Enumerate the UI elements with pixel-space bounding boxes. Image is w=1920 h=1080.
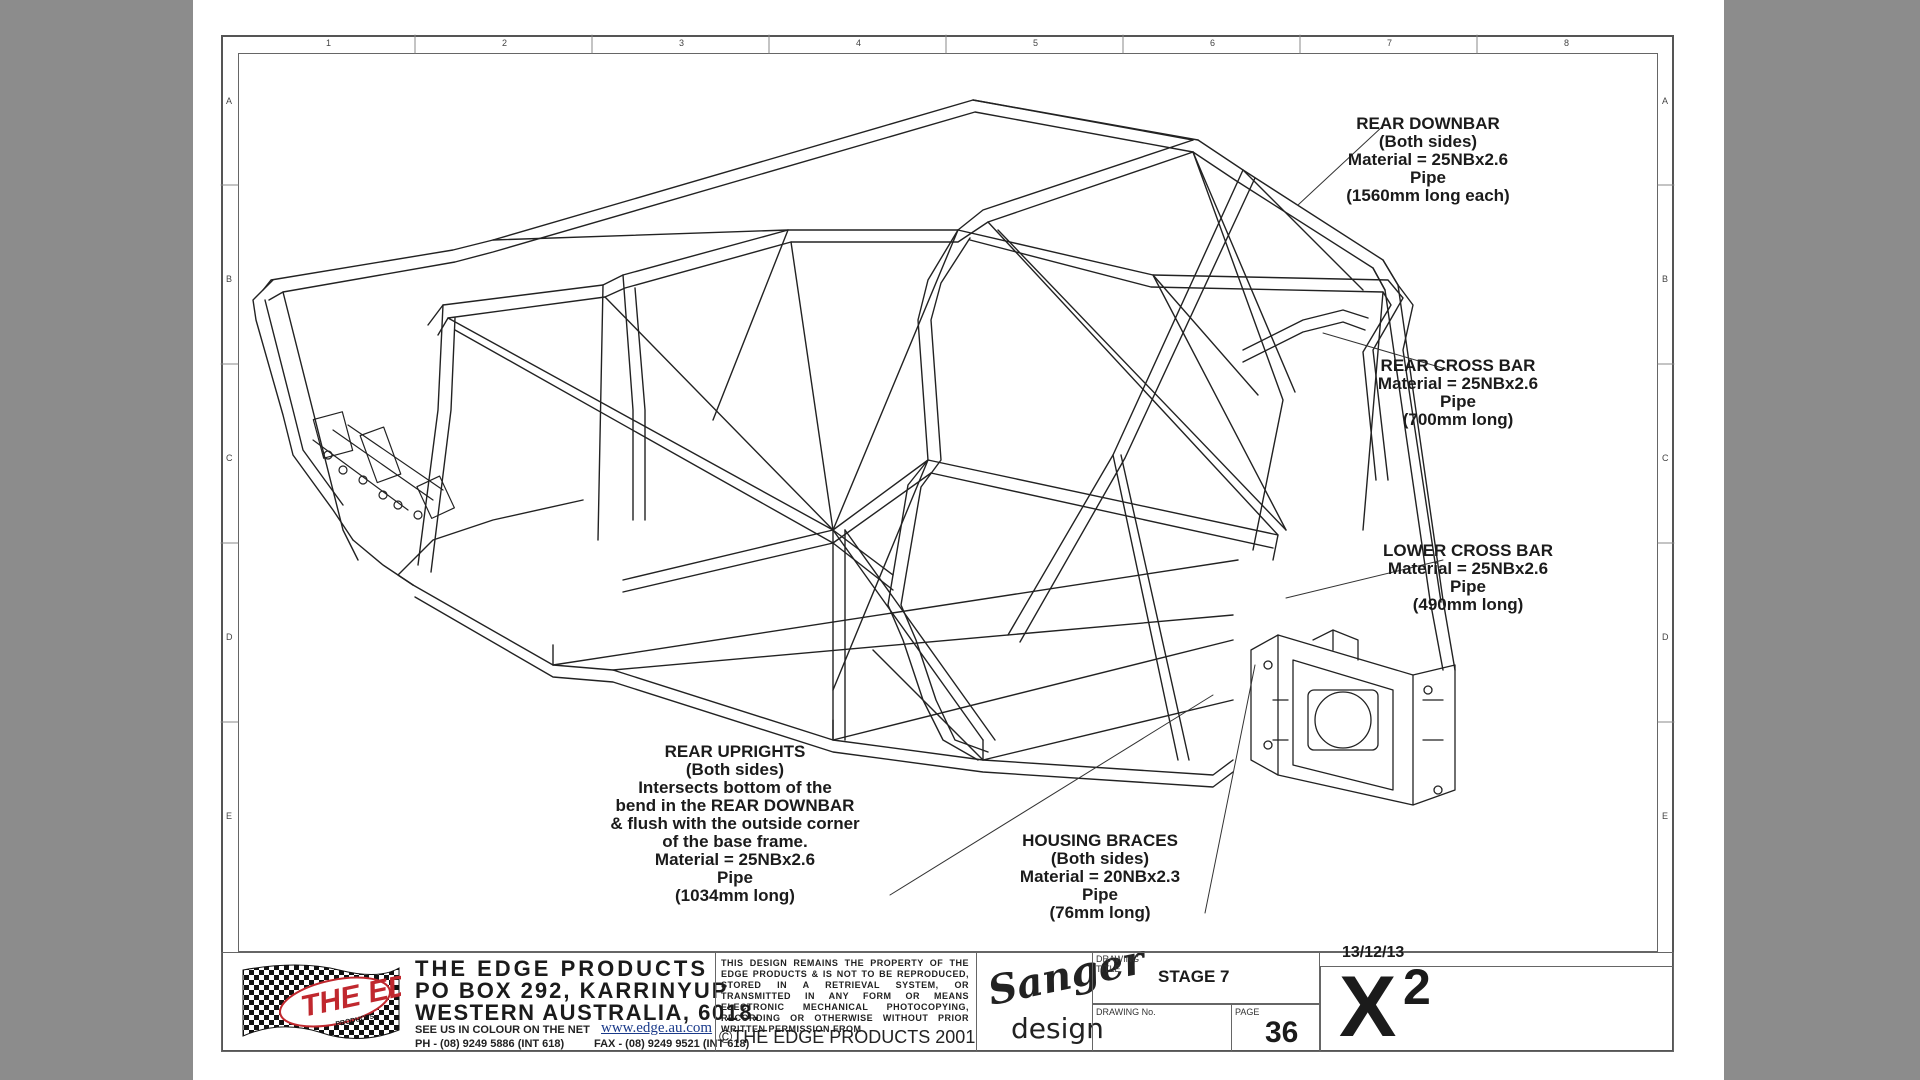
callout-line: Pipe bbox=[717, 868, 753, 887]
callout-line: REAR UPRIGHTS bbox=[664, 742, 806, 761]
callout-line: (Both sides) bbox=[1050, 849, 1150, 868]
ruler-row: C bbox=[226, 453, 233, 463]
callout-line: Pipe bbox=[1450, 577, 1486, 596]
callout-line: Material = 25NBx2.6 bbox=[1377, 374, 1539, 393]
ruler-col: 5 bbox=[1033, 38, 1039, 48]
ruler-row: E bbox=[226, 811, 233, 821]
page-label: PAGE bbox=[1235, 1007, 1260, 1017]
drawing-title-label: DRAWING TITLE bbox=[1096, 954, 1140, 974]
drawing-date: 13/12/13 bbox=[1342, 944, 1405, 961]
ruler-col: 6 bbox=[1210, 38, 1216, 48]
company-name: THE EDGE PRODUCTS bbox=[415, 956, 709, 981]
callout-line: Material = 25NBx2.6 bbox=[1387, 559, 1549, 578]
ruler-row: C bbox=[1662, 453, 1669, 463]
drawing-title-cell bbox=[1092, 952, 1320, 1004]
ruler-row: D bbox=[226, 632, 233, 642]
ruler-col: 7 bbox=[1387, 38, 1393, 48]
callout-line: Pipe bbox=[1082, 885, 1118, 904]
website-link[interactable]: www.edge.au.com bbox=[601, 1020, 713, 1036]
phone-number: PH - (08) 9249 5886 (INT 618) bbox=[415, 1038, 565, 1050]
ruler-col: 1 bbox=[326, 38, 332, 48]
page-number: 36 bbox=[1265, 1016, 1299, 1049]
see-us-text: SEE US IN COLOUR ON THE NET bbox=[415, 1024, 590, 1036]
callout-line: (1560mm long each) bbox=[1346, 186, 1510, 205]
leader-rear-uprights bbox=[889, 694, 1214, 896]
ruler-row: D bbox=[1662, 632, 1669, 642]
callout-line: Material = 25NBx2.6 bbox=[1347, 150, 1509, 169]
page-cell bbox=[1231, 1004, 1320, 1052]
model-cell bbox=[1320, 966, 1674, 1052]
callout-line: Pipe bbox=[1410, 168, 1446, 187]
chassis-frame-drawing bbox=[220, 34, 1675, 914]
callout-line: REAR CROSS BAR bbox=[1380, 356, 1536, 375]
callout-housing-braces: HOUSING BRACES (Both sides) Material = 2… bbox=[995, 832, 1205, 922]
model-superscript: 2 bbox=[1403, 959, 1431, 1015]
callout-rear-uprights: REAR UPRIGHTS (Both sides) Intersects bo… bbox=[585, 743, 885, 905]
callout-lower-cross-bar: LOWER CROSS BAR Material = 25NBx2.6 Pipe… bbox=[1363, 542, 1573, 614]
callout-line: bend in the REAR DOWNBAR bbox=[615, 796, 855, 815]
design-logo-text: design bbox=[1011, 1012, 1104, 1045]
ruler-col: 3 bbox=[679, 38, 685, 48]
ruler-col: 2 bbox=[502, 38, 508, 48]
callout-rear-downbar: REAR DOWNBAR (Both sides) Material = 25N… bbox=[1318, 115, 1538, 205]
fax-number: FAX - (08) 9249 9521 (INT 618) bbox=[594, 1038, 750, 1050]
address-line-2: WESTERN AUSTRALIA, 6018. bbox=[415, 1000, 761, 1025]
drawing-area-border bbox=[238, 53, 1658, 952]
ruler-row: A bbox=[1662, 96, 1669, 106]
callout-rear-cross-bar: REAR CROSS BAR Material = 25NBx2.6 Pipe … bbox=[1353, 357, 1563, 429]
ruler-col: 4 bbox=[856, 38, 862, 48]
leader-housing-braces bbox=[1204, 664, 1256, 914]
callout-line: (Both sides) bbox=[685, 760, 785, 779]
callout-line: (1034mm long) bbox=[675, 886, 795, 905]
address-line-1: PO BOX 292, KARRINYUP bbox=[415, 978, 729, 1003]
callout-line: (700mm long) bbox=[1402, 410, 1514, 429]
model-letter: X bbox=[1339, 959, 1396, 1055]
callout-line: (Both sides) bbox=[1378, 132, 1478, 151]
callout-line: (76mm long) bbox=[1049, 903, 1151, 922]
callout-line: (490mm long) bbox=[1412, 595, 1524, 614]
callout-line: LOWER CROSS BAR bbox=[1383, 541, 1553, 560]
ruler-row: B bbox=[1662, 274, 1669, 284]
ruler-col: 8 bbox=[1564, 38, 1570, 48]
edge-logo: THE EDGE PRODUCTS bbox=[242, 960, 401, 1039]
callout-line: Material = 20NBx2.3 bbox=[1019, 867, 1181, 886]
legal-cell bbox=[715, 952, 977, 1052]
drawing-title-value: STAGE 7 bbox=[1158, 967, 1230, 986]
callout-line: Material = 25NBx2.6 bbox=[654, 850, 816, 869]
leader-rear-downbar bbox=[1297, 125, 1384, 206]
callout-line: of the base frame. bbox=[662, 832, 808, 851]
ruler-row: A bbox=[226, 96, 233, 106]
ruler-row: E bbox=[1662, 811, 1669, 821]
callout-line: Pipe bbox=[1440, 392, 1476, 411]
callout-line: REAR DOWNBAR bbox=[1356, 114, 1500, 133]
callout-line: & flush with the outside corner bbox=[610, 814, 860, 833]
leader-lower-cross-bar bbox=[1285, 559, 1444, 599]
ruler-row: B bbox=[226, 274, 233, 284]
drawing-sheet: 1 2 3 4 5 6 7 8 A B C D E A B C D E bbox=[193, 0, 1724, 1080]
callout-line: HOUSING BRACES bbox=[1022, 831, 1178, 850]
title-block: THE EDGE PRODUCTS THE EDGE PRODUCTS PO B… bbox=[221, 936, 1674, 1055]
drawing-no-label: DRAWING No. bbox=[1096, 1007, 1156, 1017]
copyright-text: ©THE EDGE PRODUCTS 2001 bbox=[719, 1027, 976, 1047]
legal-notice: THIS DESIGN REMAINS THE PROPERTY OF THE … bbox=[721, 958, 969, 1034]
leader-rear-cross-bar bbox=[1322, 332, 1447, 370]
callout-line: Intersects bottom of the bbox=[638, 778, 832, 797]
